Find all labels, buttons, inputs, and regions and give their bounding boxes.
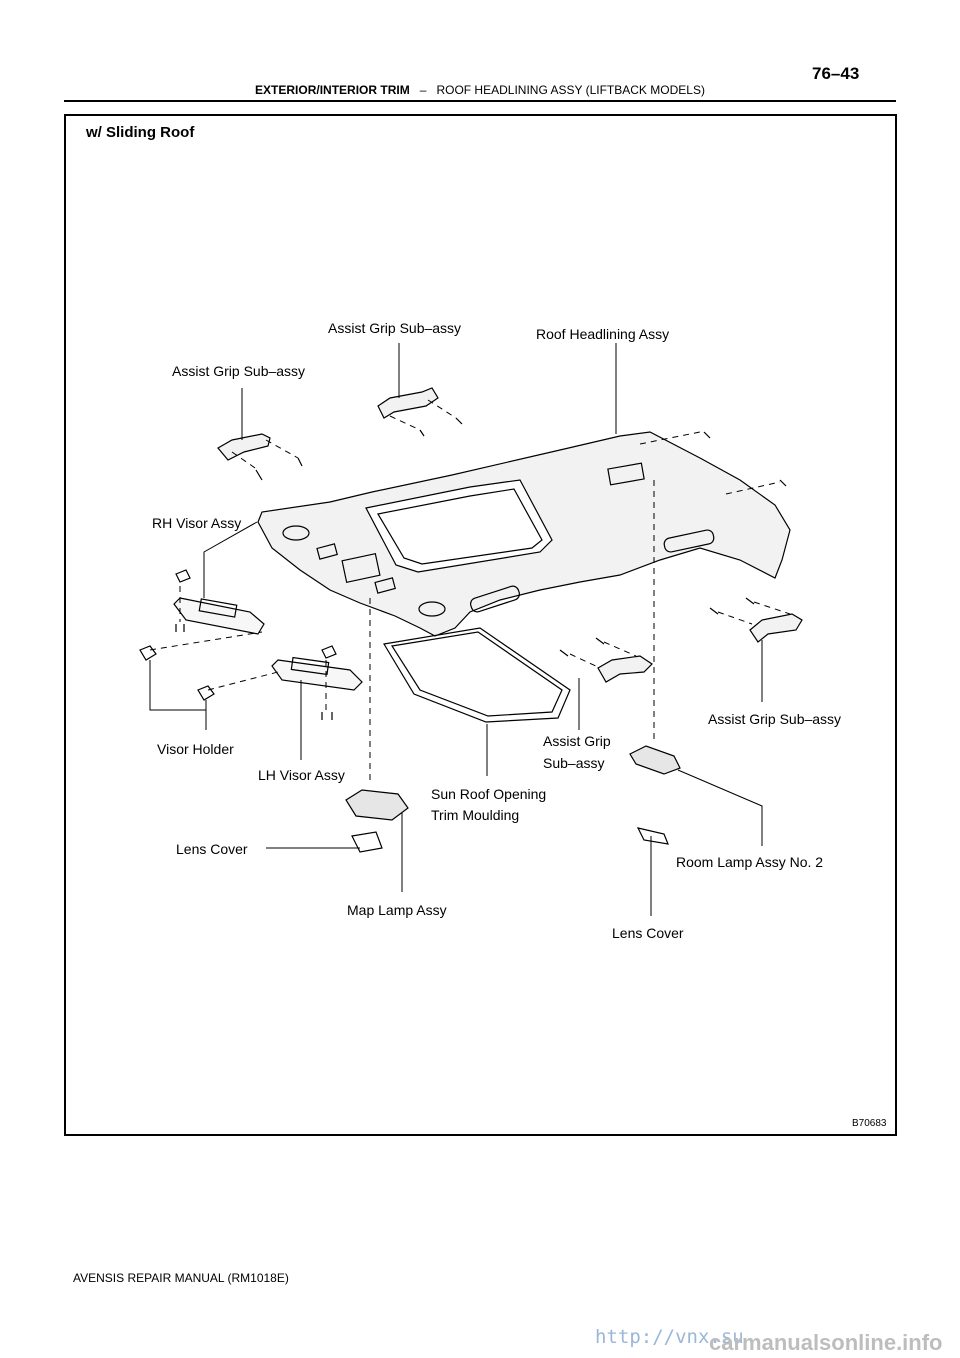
visor-holder-lh [197, 685, 215, 701]
label-lh-visor: LH Visor Assy [258, 767, 345, 783]
label-rh-visor: RH Visor Assy [152, 515, 242, 531]
assist-grip-left [217, 433, 271, 461]
label-lens-cover-right: Lens Cover [612, 925, 684, 941]
grip-recess-left [470, 585, 520, 613]
lh-visor-recess [418, 601, 446, 617]
assist-grip-right [749, 613, 803, 643]
visor-clip-lh [321, 645, 337, 659]
figure-code: B70683 [852, 1118, 887, 1129]
room-lamp [629, 745, 681, 775]
rh-visor-recess [282, 525, 310, 541]
watermark-url[interactable]: http://vnx.su [595, 1326, 744, 1348]
label-visor-holder: Visor Holder [157, 741, 234, 757]
page-number: 76–43 [812, 64, 860, 83]
figure-frame [64, 114, 897, 1136]
rh-visor-mirror [198, 598, 238, 618]
room-lamp-recess [607, 462, 645, 486]
assist-grip-mid [597, 655, 653, 683]
label-assist-grip-right: Assist Grip Sub–assy [708, 711, 842, 727]
lh-visor-mirror [290, 656, 330, 676]
label-map-lamp: Map Lamp Assy [347, 902, 447, 918]
header-separator: – [419, 83, 427, 97]
label-lens-cover-left: Lens Cover [176, 841, 248, 857]
visor-holder-rh [139, 645, 157, 661]
label-assist-grip-mid-2: Sub–assy [543, 755, 605, 771]
label-room-lamp: Room Lamp Assy No. 2 [676, 854, 824, 870]
leader-lines [149, 343, 763, 916]
lh-visor [271, 659, 363, 691]
label-assist-grip-left: Assist Grip Sub–assy [172, 363, 306, 379]
grip-recess-right [663, 529, 715, 553]
label-sun-roof-1: Sun Roof Opening [431, 786, 547, 802]
label-sun-roof-2: Trim Moulding [431, 807, 520, 823]
subsection-title: ROOF HEADLINING ASSY (LIFTBACK MODELS) [436, 83, 705, 97]
visor-clip-rh [175, 569, 191, 583]
rh-visor [173, 597, 265, 635]
map-lamp [345, 789, 409, 821]
manual-footer: AVENSIS REPAIR MANUAL (RM1018E) [73, 1271, 289, 1285]
visor-hook-recess-2 [374, 577, 396, 594]
sunroof-opening [365, 479, 553, 573]
section-title: EXTERIOR/INTERIOR TRIM [255, 83, 410, 97]
visor-hook-recess-1 [316, 543, 338, 560]
assist-grip-top [377, 387, 439, 419]
label-assist-grip-mid-1: Assist Grip [543, 733, 611, 749]
lens-cover-left [351, 831, 383, 853]
running-header: EXTERIOR/INTERIOR TRIM – ROOF HEADLINING… [0, 83, 960, 97]
figure-title: w/ Sliding Roof [86, 124, 195, 141]
map-lamp-recess [341, 552, 381, 584]
install-dash-lines [149, 399, 791, 784]
sunroof-opening-inner [377, 488, 543, 565]
sunroof-trim-moulding [383, 627, 571, 723]
label-assist-grip-top: Assist Grip Sub–assy [328, 320, 462, 336]
watermark-site: carmanualsonline.info [709, 1330, 943, 1355]
header-rule [64, 100, 896, 102]
sunroof-trim-moulding-inner [391, 631, 563, 717]
screws [175, 417, 787, 720]
label-roof-headlining: Roof Headlining Assy [536, 326, 670, 342]
lens-cover-right [636, 827, 669, 845]
